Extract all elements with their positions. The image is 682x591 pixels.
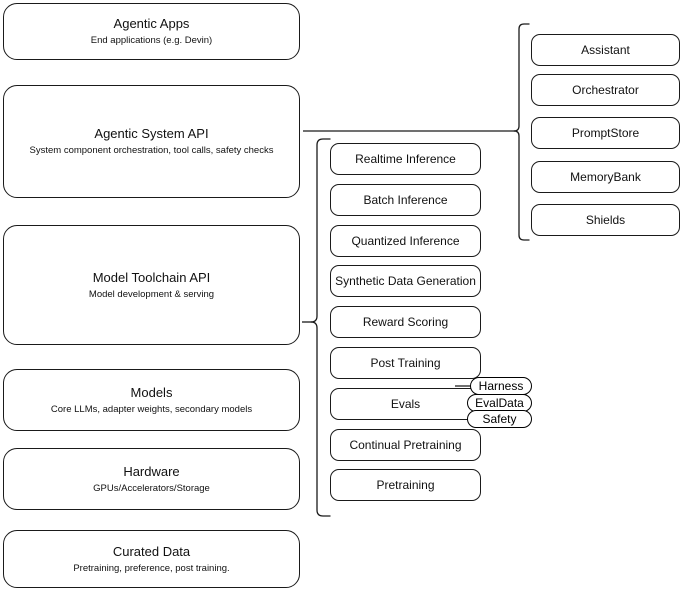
layer-box-curated-data[interactable]: Curated Data Pretraining, preference, po… (3, 530, 300, 588)
chip-label: Continual Pretraining (349, 438, 462, 452)
chip-label: MemoryBank (570, 170, 641, 184)
layer-title: Agentic Apps (113, 16, 190, 31)
layer-subtitle: System component orchestration, tool cal… (29, 145, 274, 156)
layer-box-agentic-system-api[interactable]: Agentic System API System component orch… (3, 85, 300, 198)
layer-title: Curated Data (112, 543, 191, 559)
system-chip-shields[interactable]: Shields (531, 204, 680, 236)
toolchain-chip-reward-scoring[interactable]: Reward Scoring (330, 306, 481, 338)
chip-label: Realtime Inference (355, 152, 456, 166)
connector-model-toolchain-to-components (300, 136, 334, 520)
layer-title: Models (130, 384, 173, 400)
chip-label: Reward Scoring (362, 315, 449, 329)
toolchain-chip-realtime-inference[interactable]: Realtime Inference (330, 143, 481, 175)
pill-label: Harness (478, 379, 524, 393)
system-chip-orchestrator[interactable]: Orchestrator (531, 74, 680, 106)
layer-box-model-toolchain-api[interactable]: Model Toolchain API Model development & … (3, 225, 300, 345)
chip-label: Pretraining (376, 478, 435, 492)
layer-box-agentic-apps[interactable]: Agentic Apps End applications (e.g. Devi… (3, 3, 300, 60)
layer-subtitle: End applications (e.g. Devin) (90, 35, 213, 46)
system-chip-assistant[interactable]: Assistant (531, 34, 680, 66)
toolchain-chip-quantized-inference[interactable]: Quantized Inference (330, 225, 481, 257)
layer-box-hardware[interactable]: Hardware GPUs/Accelerators/Storage (3, 448, 300, 510)
evals-pill-harness[interactable]: Harness (470, 377, 532, 395)
toolchain-chip-batch-inference[interactable]: Batch Inference (330, 184, 481, 216)
toolchain-chip-post-training[interactable]: Post Training (330, 347, 481, 379)
layer-title: Model Toolchain API (92, 269, 211, 285)
toolchain-chip-evals[interactable]: Evals (330, 388, 481, 420)
pill-label: Safety (482, 412, 517, 426)
evals-pill-safety[interactable]: Safety (467, 410, 532, 428)
toolchain-chip-pretraining[interactable]: Pretraining (330, 469, 481, 501)
layer-box-models[interactable]: Models Core LLMs, adapter weights, secon… (3, 369, 300, 431)
chip-label: Orchestrator (572, 83, 639, 97)
layer-title: Agentic System API (94, 126, 209, 141)
system-chip-promptstore[interactable]: PromptStore (531, 117, 680, 149)
chip-label: Assistant (581, 43, 630, 57)
system-chip-memorybank[interactable]: MemoryBank (531, 161, 680, 193)
toolchain-chip-continual-pretraining[interactable]: Continual Pretraining (330, 429, 481, 461)
pill-label: EvalData (475, 396, 524, 410)
layer-subtitle: Pretraining, preference, post training. (73, 562, 230, 574)
chip-label: Synthetic Data Generation (335, 274, 476, 288)
chip-label: PromptStore (571, 126, 640, 140)
chip-label: Evals (390, 397, 421, 411)
chip-label: Post Training (370, 356, 441, 370)
layer-subtitle: GPUs/Accelerators/Storage (93, 482, 210, 494)
chip-label: Quantized Inference (351, 234, 460, 248)
chip-label: Shields (585, 213, 626, 227)
layer-subtitle: Core LLMs, adapter weights, secondary mo… (50, 403, 253, 415)
layer-subtitle: Model development & serving (88, 288, 215, 300)
toolchain-chip-synthetic-data-generation[interactable]: Synthetic Data Generation (330, 265, 481, 297)
layer-title: Hardware (123, 463, 180, 479)
chip-label: Batch Inference (363, 193, 448, 207)
